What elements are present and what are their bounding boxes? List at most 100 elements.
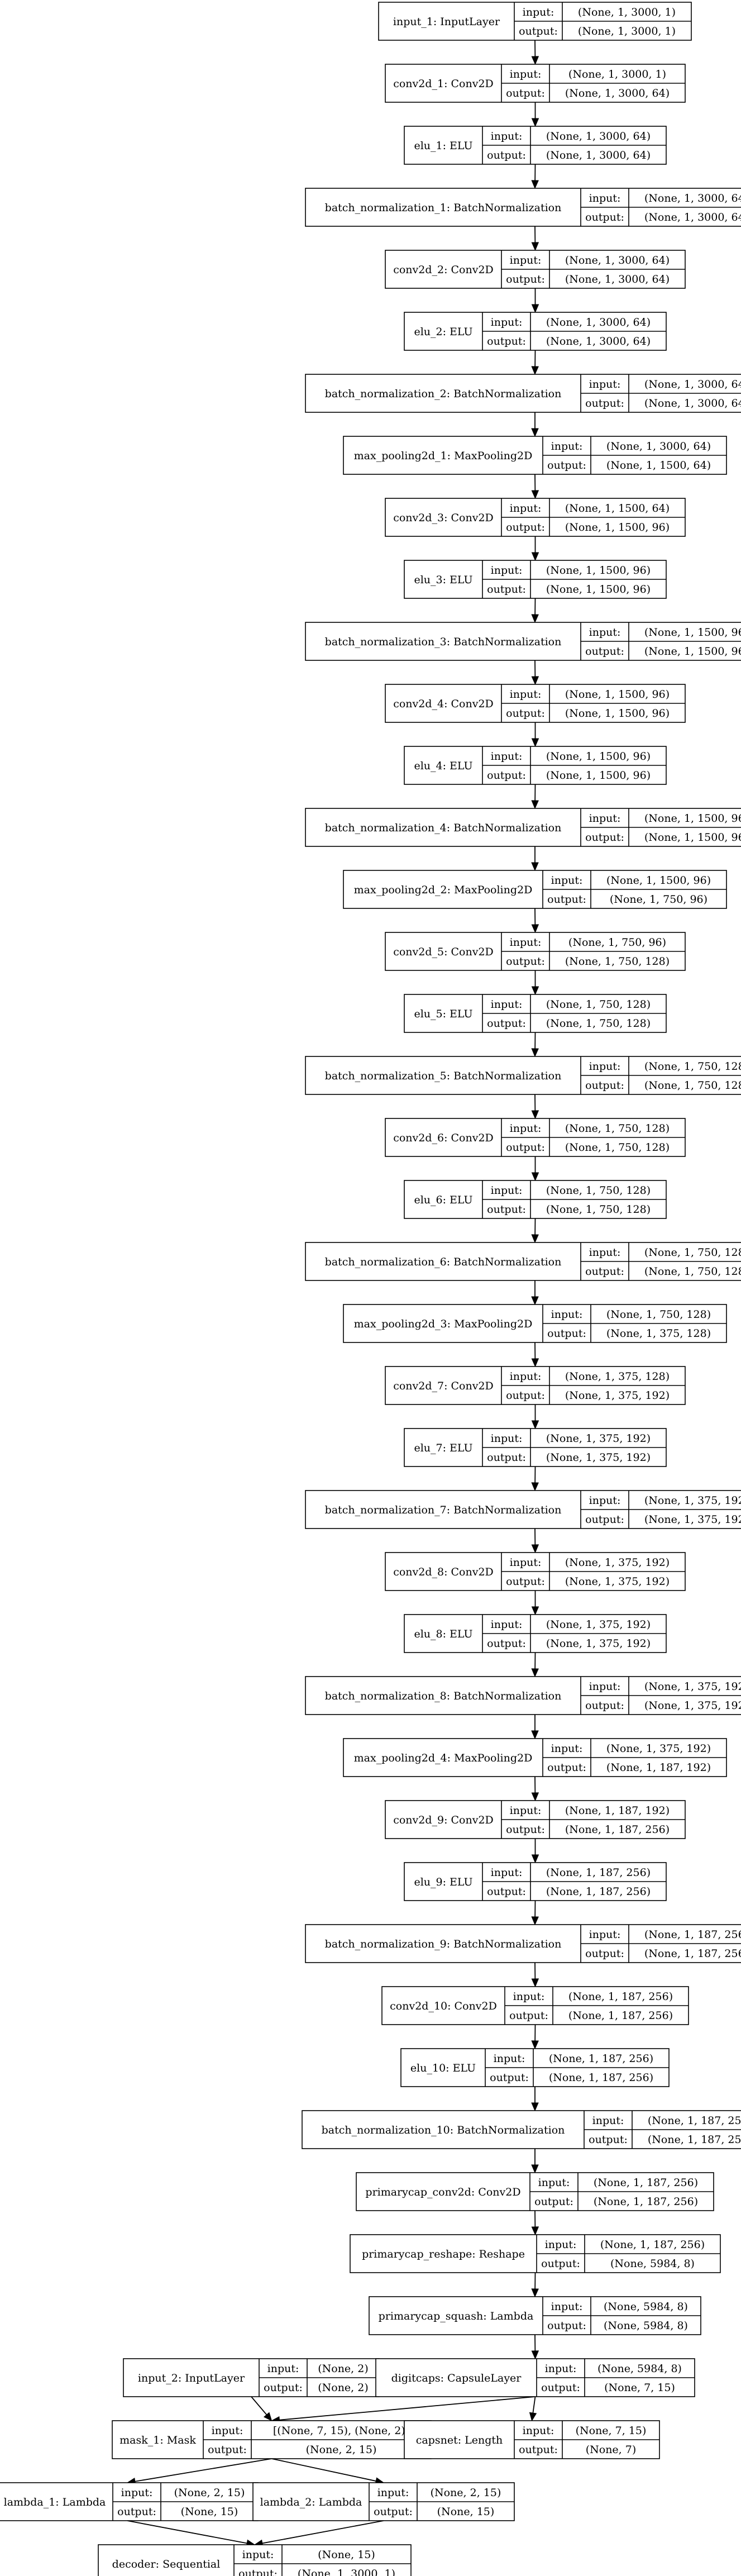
output-shape: (None, 1, 3000, 64) (546, 149, 651, 161)
edge-digitcaps-to-mask_1 (271, 2396, 536, 2424)
input-label: input: (491, 130, 523, 142)
layer-name: conv2d_10: Conv2D (390, 2000, 497, 2012)
edge-conv2d_10-to-elu_10 (531, 2024, 539, 2050)
arrow-head (531, 800, 539, 810)
output-label: output: (487, 583, 526, 596)
input-label: input: (510, 502, 542, 515)
output-label: output: (585, 1265, 624, 1278)
edge-digitcaps-to-capsnet (529, 2396, 537, 2422)
arrow-head (531, 1544, 539, 1554)
layer-node-bn_3: batch_normalization_3: BatchNormalizatio… (305, 622, 741, 661)
input-shape: (None, 1, 750, 128) (546, 1184, 651, 1197)
arrow-head (531, 2164, 539, 2174)
edge-bn_9-to-conv2d_10 (531, 1962, 539, 1988)
input-shape: (None, 2, 15) (431, 2487, 501, 2499)
input-label: input: (510, 68, 542, 80)
input-shape: (None, 1, 1500, 96) (606, 874, 711, 887)
input-label: input: (589, 626, 621, 639)
input-label: input: (510, 1122, 542, 1135)
output-shape: (None, 1, 3000, 1) (578, 25, 676, 37)
input-shape: (None, 5984, 8) (604, 2301, 688, 2313)
edge-primarycap_conv2d-to-primarycap_reshape (531, 2210, 539, 2236)
arrow-head (531, 242, 539, 251)
arrow-head (531, 2226, 539, 2236)
edge-elu_2-to-bn_2 (531, 350, 539, 375)
input-shape: (None, 1, 187, 256) (546, 1866, 651, 1879)
layer-node-primarycap_squash: primarycap_squash: Lambdainput:output:(N… (369, 2296, 701, 2335)
input-label: input: (551, 1308, 583, 1321)
input-shape: (None, 1, 187, 256) (648, 2115, 741, 2127)
output-shape: (None, 1, 1500, 96) (644, 645, 741, 658)
layer-name: elu_6: ELU (414, 1194, 472, 1206)
output-shape: (None, 1, 187, 256) (546, 1885, 651, 1898)
edge-conv2d_9-to-elu_9 (531, 1839, 539, 1864)
input-label: input: (510, 936, 542, 949)
arrow-head (531, 676, 539, 685)
input-label: input: (510, 688, 542, 701)
input-label: input: (491, 564, 523, 577)
output-label: output: (238, 2568, 278, 2576)
input-shape: (None, 15) (318, 2549, 375, 2561)
edge-conv2d_3-to-elu_3 (531, 536, 539, 561)
output-label: output: (509, 2010, 548, 2022)
edge-line (251, 2396, 267, 2415)
input-label: input: (551, 874, 583, 887)
input-shape: (None, 1, 187, 256) (549, 2053, 653, 2065)
edge-conv2d_5-to-elu_5 (531, 970, 539, 996)
input-label: input: (545, 2363, 577, 2375)
output-shape: (None, 1, 375, 192) (565, 1575, 670, 1588)
input-label: input: (491, 316, 523, 328)
output-shape: (None, 1, 187, 256) (549, 2072, 653, 2084)
layer-name: max_pooling2d_4: MaxPooling2D (354, 1752, 533, 1764)
layer-name: batch_normalization_2: BatchNormalizatio… (325, 388, 562, 400)
arrow-head (531, 1854, 539, 1864)
arrow-head (531, 56, 539, 65)
layer-name: elu_3: ELU (414, 574, 472, 586)
arrow-head (531, 1358, 539, 1368)
output-shape: (None, 1, 187, 256) (565, 1823, 670, 1836)
input-label: input: (121, 2487, 153, 2499)
output-label: output: (585, 1699, 624, 1712)
output-shape: (None, 1, 187, 256) (648, 2134, 741, 2146)
arrow-head (531, 986, 539, 996)
arrow-head (531, 1730, 539, 1740)
arrow-head (531, 1792, 539, 1802)
output-label: output: (547, 1327, 586, 1340)
edge-conv2d_6-to-elu_6 (531, 1156, 539, 1182)
edge-bn_4-to-mp_2 (531, 846, 539, 872)
input-shape: (None, 5984, 8) (597, 2363, 682, 2375)
output-shape: (None, 1, 750, 128) (546, 1203, 651, 1216)
input-shape: (None, 1, 375, 192) (565, 1556, 670, 1569)
arrow-head (531, 1606, 539, 1616)
edge-line (135, 2458, 272, 2482)
input-label: input: (491, 1184, 523, 1197)
layer-name: max_pooling2d_3: MaxPooling2D (354, 1318, 533, 1330)
input-label: input: (545, 2239, 577, 2251)
arrow-head (531, 862, 539, 872)
edge-bn_6-to-mp_3 (531, 1280, 539, 1306)
arrow-head (531, 1916, 539, 1926)
input-shape: (None, 1, 750, 128) (546, 998, 651, 1011)
output-label: output: (541, 2382, 580, 2394)
edge-conv2d_7-to-elu_7 (531, 1404, 539, 1430)
layer-node-mp_4: max_pooling2d_4: MaxPooling2Dinput:outpu… (343, 1738, 727, 1777)
layer-name: batch_normalization_10: BatchNormalizati… (322, 2124, 565, 2136)
output-label: output: (547, 459, 586, 472)
output-shape: (None, 1, 187, 256) (568, 2010, 673, 2022)
output-label: output: (519, 2444, 558, 2456)
edge-line (279, 2396, 536, 2421)
output-shape: (None, 1, 750, 128) (546, 1017, 651, 1030)
layer-name: batch_normalization_4: BatchNormalizatio… (325, 822, 562, 834)
layer-node-bn_5: batch_normalization_5: BatchNormalizatio… (305, 1056, 741, 1095)
output-label: output: (585, 645, 624, 658)
output-label: output: (506, 1141, 545, 1154)
input-label: input: (377, 2487, 409, 2499)
input-shape: (None, 1, 187, 256) (600, 2239, 705, 2251)
edge-input_2-to-mask_1 (251, 2396, 273, 2421)
